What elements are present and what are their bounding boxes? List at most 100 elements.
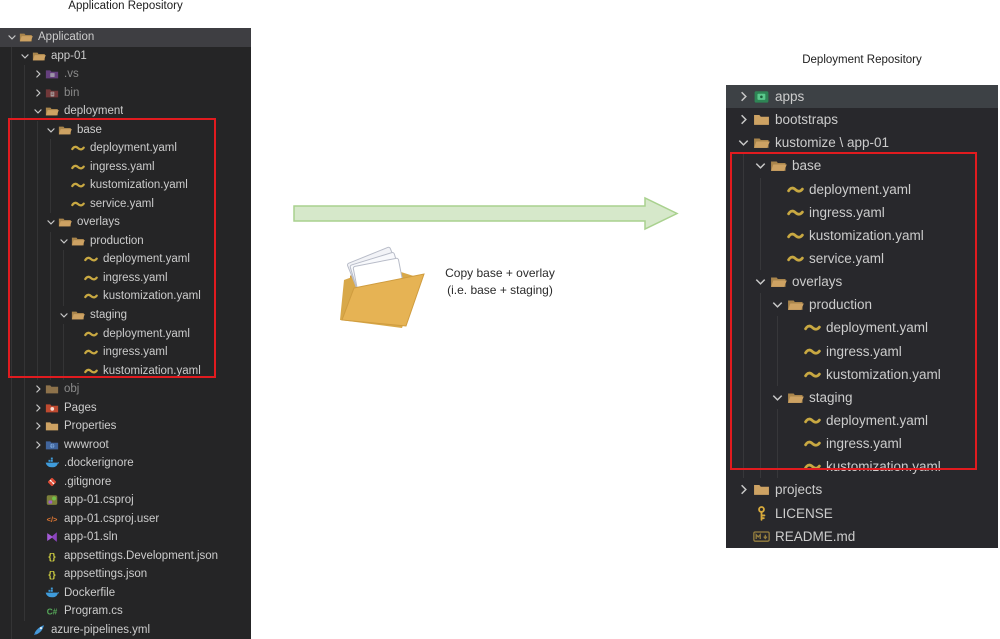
tree-row-folder[interactable]: .vs: [0, 65, 251, 84]
tree-row-file[interactable]: kustomization.yaml: [0, 176, 251, 195]
tree-row-file[interactable]: azure-pipelines.yml: [0, 620, 251, 639]
indent-guide: [24, 416, 25, 436]
tree-row-folder[interactable]: kustomize \ app-01: [726, 131, 998, 154]
tree-row-file[interactable]: LICENSE: [726, 502, 998, 525]
tree-row-file[interactable]: deployment.yaml: [0, 324, 251, 343]
tree-row-folder[interactable]: bootstraps: [726, 108, 998, 131]
chevron-down-icon[interactable]: [43, 123, 58, 137]
tree-row-file[interactable]: README.md: [726, 525, 998, 548]
tree-row-file[interactable]: .dockerignore: [0, 453, 251, 473]
tree-row-file[interactable]: {}appsettings.Development.json: [0, 546, 251, 565]
indent-guide: [743, 293, 744, 317]
tree-row-file[interactable]: service.yaml: [0, 194, 251, 214]
tree-row-file[interactable]: kustomization.yaml: [726, 455, 998, 479]
tree-row-file[interactable]: service.yaml: [726, 246, 998, 271]
folder-closed-icon: [45, 382, 59, 396]
tree-row-folder[interactable]: obj: [0, 379, 251, 399]
tree-row-file[interactable]: kustomization.yaml: [726, 362, 998, 386]
chevron-down-icon[interactable]: [768, 296, 787, 313]
indent-guide: [50, 157, 51, 177]
tree-row-folder[interactable]: Pages: [0, 398, 251, 417]
indent-guide: [24, 361, 25, 380]
chevron-down-icon[interactable]: [30, 104, 45, 118]
indent-guide: [777, 432, 778, 456]
chevron-down-icon[interactable]: [4, 30, 19, 44]
tree-row-file[interactable]: </>app-01.csproj.user: [0, 509, 251, 528]
chevron-down-icon[interactable]: [768, 389, 787, 406]
tree-row-file[interactable]: {}appsettings.json: [0, 564, 251, 584]
tree-row-file[interactable]: deployment.yaml: [0, 250, 251, 269]
tree-row-file[interactable]: kustomization.yaml: [0, 287, 251, 306]
chevron-down-icon[interactable]: [751, 273, 770, 290]
tree-item-label: appsettings.json: [64, 568, 148, 581]
chevron-right-icon[interactable]: [734, 88, 753, 105]
indent-guide: [11, 324, 12, 343]
tree-row-file[interactable]: ingress.yaml: [726, 200, 998, 224]
yaml-icon: [804, 458, 821, 475]
tree-row-folder[interactable]: production: [0, 231, 251, 251]
tree-row-file[interactable]: deployment.yaml: [726, 316, 998, 340]
tree-row-folder[interactable]: staging: [0, 305, 251, 325]
folder-open-icon: [787, 296, 804, 313]
tree-row-folder[interactable]: projects: [726, 478, 998, 501]
tree-item-label: production: [90, 234, 144, 247]
tree-row-folder[interactable]: overlays: [726, 270, 998, 294]
tree-row-folder[interactable]: overlays: [0, 213, 251, 232]
tree-row-file[interactable]: deployment.yaml: [726, 177, 998, 201]
chevron-spacer: [30, 512, 45, 526]
chevron-right-icon[interactable]: [734, 111, 753, 128]
tree-row-file[interactable]: kustomization.yaml: [726, 223, 998, 247]
chevron-down-icon[interactable]: [43, 215, 58, 229]
rocket-icon: [32, 623, 46, 637]
tree-row-file[interactable]: ingress.yaml: [726, 432, 998, 456]
tree-row-file[interactable]: deployment.yaml: [726, 408, 998, 433]
tree-row-file[interactable]: ingress.yaml: [726, 339, 998, 363]
chevron-right-icon[interactable]: [30, 438, 45, 452]
chevron-down-icon[interactable]: [56, 234, 71, 248]
tree-row-folder[interactable]: bin: [0, 83, 251, 103]
tree-row-folder[interactable]: apps: [726, 85, 998, 109]
tree-row-file[interactable]: ingress.yaml: [0, 342, 251, 362]
chevron-right-icon[interactable]: [30, 419, 45, 433]
indent-guide: [11, 231, 12, 251]
tree-row-folder[interactable]: Properties: [0, 416, 251, 436]
tree-row-file[interactable]: C#Program.cs: [0, 601, 251, 621]
tree-row-file[interactable]: ingress.yaml: [0, 268, 251, 288]
chevron-right-icon[interactable]: [30, 401, 45, 415]
tree-row-file[interactable]: ingress.yaml: [0, 157, 251, 177]
markdown-icon: [753, 528, 770, 545]
yaml-icon: [71, 141, 85, 155]
tree-row-folder[interactable]: deployment: [0, 102, 251, 121]
indent-guide: [24, 65, 25, 84]
indent-guide: [760, 293, 761, 317]
tree-row-folder[interactable]: base: [726, 154, 998, 178]
indent-guide: [50, 231, 51, 251]
tree-row-folder[interactable]: staging: [726, 385, 998, 409]
tree-row-file[interactable]: app-01.sln: [0, 527, 251, 547]
tree-item-label: deployment.yaml: [809, 181, 912, 197]
tree-row-file[interactable]: kustomization.yaml: [0, 361, 251, 380]
tree-row-folder[interactable]: wwwroot: [0, 435, 251, 454]
tree-row-folder[interactable]: app-01: [0, 46, 251, 66]
chevron-down-icon[interactable]: [734, 134, 753, 151]
chevron-right-icon[interactable]: [30, 382, 45, 396]
chevron-right-icon[interactable]: [30, 67, 45, 81]
tree-row-folder[interactable]: Application: [0, 28, 251, 47]
chevron-down-icon[interactable]: [56, 308, 71, 322]
indent-guide: [743, 154, 744, 178]
chevron-spacer: [56, 197, 71, 211]
tree-item-label: staging: [809, 389, 853, 405]
folder-pages-icon: [45, 401, 59, 415]
tree-row-file[interactable]: deployment.yaml: [0, 139, 251, 158]
tree-row-folder[interactable]: production: [726, 293, 998, 317]
tree-row-file[interactable]: .gitignore: [0, 472, 251, 491]
chevron-right-icon[interactable]: [734, 481, 753, 498]
indent-guide: [24, 287, 25, 306]
yaml-icon: [84, 345, 98, 359]
chevron-right-icon[interactable]: [30, 86, 45, 100]
tree-row-file[interactable]: Dockerfile: [0, 583, 251, 602]
tree-row-folder[interactable]: base: [0, 120, 251, 140]
chevron-down-icon[interactable]: [17, 49, 32, 63]
tree-row-file[interactable]: app-01.csproj: [0, 490, 251, 510]
chevron-down-icon[interactable]: [751, 157, 770, 174]
